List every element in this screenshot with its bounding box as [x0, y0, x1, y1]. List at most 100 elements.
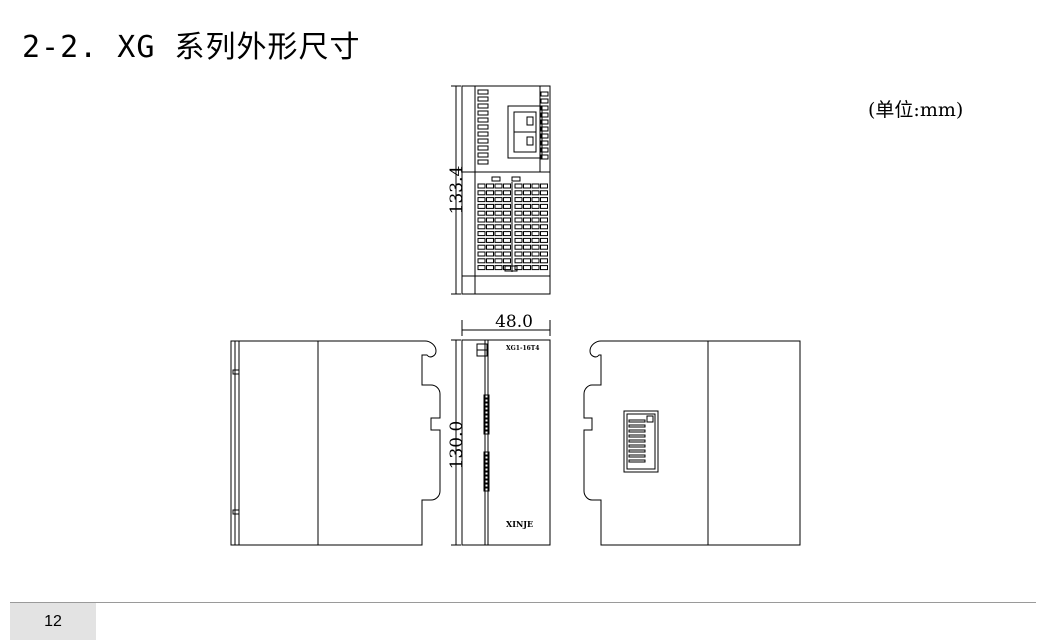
terminal-detail — [523, 224, 531, 230]
pin-detail — [483, 418, 490, 423]
dim-top-height: 133.4 — [447, 166, 467, 215]
pin-detail — [483, 414, 490, 419]
dim-front-width: 48.0 — [495, 312, 533, 332]
dim-front-height: 130.0 — [447, 421, 467, 470]
terminal-detail — [503, 197, 511, 203]
pin-detail — [483, 451, 490, 456]
terminal-detail — [514, 183, 523, 189]
terminal-detail — [503, 217, 511, 223]
terminal-detail — [531, 231, 540, 237]
terminal-detail — [494, 258, 503, 264]
terminal-detail — [503, 190, 511, 196]
terminal-detail — [531, 251, 540, 257]
terminal-detail — [503, 183, 511, 189]
terminal-detail — [514, 217, 523, 223]
pin-detail — [483, 455, 490, 460]
terminal-detail — [503, 203, 511, 209]
plate-logo-detail — [646, 415, 654, 423]
terminal-detail — [514, 210, 523, 216]
terminal-detail — [531, 217, 540, 223]
slot-detail — [540, 147, 549, 153]
terminal-detail — [540, 210, 548, 216]
brand-logo: XINJE — [506, 519, 533, 529]
terminal-detail — [540, 203, 548, 209]
terminal-detail — [486, 237, 494, 243]
terminal-detail — [540, 197, 548, 203]
terminal-detail — [540, 224, 548, 230]
terminal-detail — [540, 217, 548, 223]
pin-detail — [483, 422, 490, 427]
terminal-detail — [514, 190, 523, 196]
terminal-detail — [503, 210, 511, 216]
terminal-detail — [531, 265, 540, 271]
slot-detail — [540, 154, 549, 160]
terminal-detail — [540, 231, 548, 237]
terminal-detail — [514, 251, 523, 257]
terminal-detail — [486, 183, 494, 189]
section-title: 2-2. XG 系列外形尺寸 — [22, 30, 361, 65]
barcode-detail — [628, 439, 646, 443]
left-side-view — [230, 340, 441, 546]
slot-detail — [477, 131, 489, 137]
terminal-detail — [523, 231, 531, 237]
terminal-detail — [494, 197, 503, 203]
barcode-detail — [628, 444, 646, 448]
terminal-detail — [494, 203, 503, 209]
terminal-detail — [531, 183, 540, 189]
slot-detail — [540, 91, 549, 97]
pin-detail — [483, 398, 490, 403]
terminal-detail — [531, 237, 540, 243]
terminal-detail — [540, 237, 548, 243]
terminal-detail — [540, 190, 548, 196]
pin-detail — [483, 463, 490, 468]
terminal-detail — [503, 251, 511, 257]
unit-note: (单位:mm) — [868, 99, 964, 121]
pin-detail — [483, 410, 490, 415]
terminal-detail — [523, 203, 531, 209]
terminal-detail — [531, 258, 540, 264]
terminal-detail — [514, 237, 523, 243]
footer-rule — [10, 602, 1036, 603]
terminal-detail — [477, 224, 486, 230]
right-side-view — [583, 340, 801, 546]
terminal-detail — [540, 258, 548, 264]
pin-detail — [483, 487, 490, 492]
terminal-detail — [523, 265, 531, 271]
terminal-detail — [477, 183, 486, 189]
slot-detail — [477, 89, 489, 95]
terminal-detail — [523, 183, 531, 189]
slot-detail — [477, 103, 489, 109]
terminal-detail — [540, 251, 548, 257]
terminal-detail — [514, 197, 523, 203]
terminal-detail — [531, 203, 540, 209]
slot-detail — [540, 140, 549, 146]
slot-detail — [540, 119, 549, 125]
terminal-detail — [514, 265, 523, 271]
terminal-detail — [540, 265, 548, 271]
terminal-detail — [486, 258, 494, 264]
terminal-detail — [514, 224, 523, 230]
barcode-detail — [628, 419, 646, 423]
terminal-detail — [477, 251, 486, 257]
terminal-detail — [477, 237, 486, 243]
pin-detail — [483, 402, 490, 407]
terminal-detail — [503, 237, 511, 243]
pin-detail — [483, 475, 490, 480]
terminal-detail — [494, 265, 503, 271]
terminal-detail — [503, 258, 511, 264]
terminal-detail — [486, 217, 494, 223]
terminal-detail — [531, 190, 540, 196]
slot-detail — [477, 117, 489, 123]
terminal-detail — [531, 197, 540, 203]
terminal-detail — [503, 244, 511, 250]
terminal-detail — [531, 244, 540, 250]
page-number: 12 — [10, 603, 96, 640]
slot-detail — [540, 133, 549, 139]
terminal-detail — [523, 258, 531, 264]
pin-detail — [483, 479, 490, 484]
terminal-detail — [523, 217, 531, 223]
terminal-detail — [540, 244, 548, 250]
barcode-detail — [628, 424, 646, 428]
terminal-detail — [514, 258, 523, 264]
